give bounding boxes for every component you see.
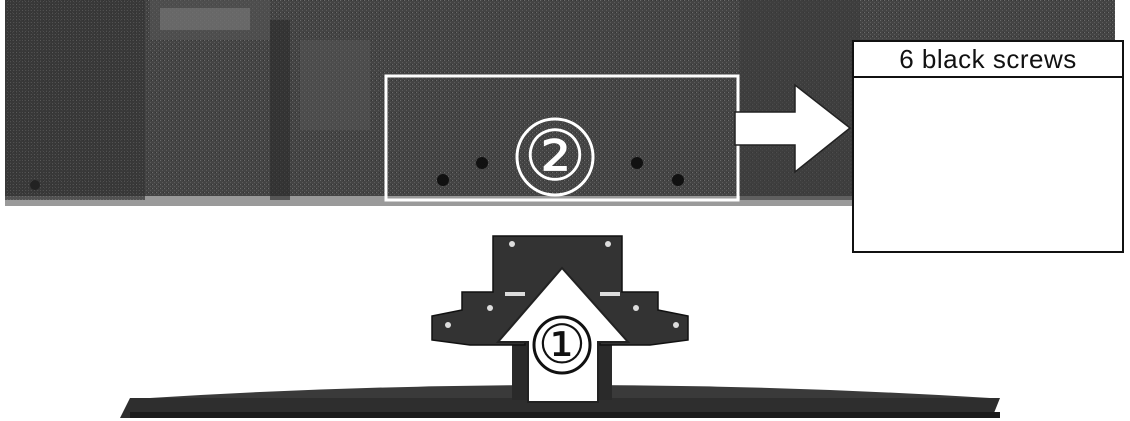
step-2-label: ②	[523, 115, 587, 197]
step-2-marker	[515, 117, 595, 197]
screw-hole	[672, 174, 684, 186]
screws-callout: 6 black screws	[852, 40, 1124, 253]
arrow-right-icon	[734, 83, 852, 174]
screw-hole	[437, 174, 449, 186]
step-1-label: ①	[537, 313, 587, 376]
screw-hole	[476, 157, 488, 169]
arrow-up-icon	[495, 266, 631, 403]
screw-hole	[631, 157, 643, 169]
mounting-area-frame	[384, 74, 740, 202]
step-1-marker	[532, 315, 592, 375]
callout-title: 6 black screws	[854, 42, 1122, 78]
